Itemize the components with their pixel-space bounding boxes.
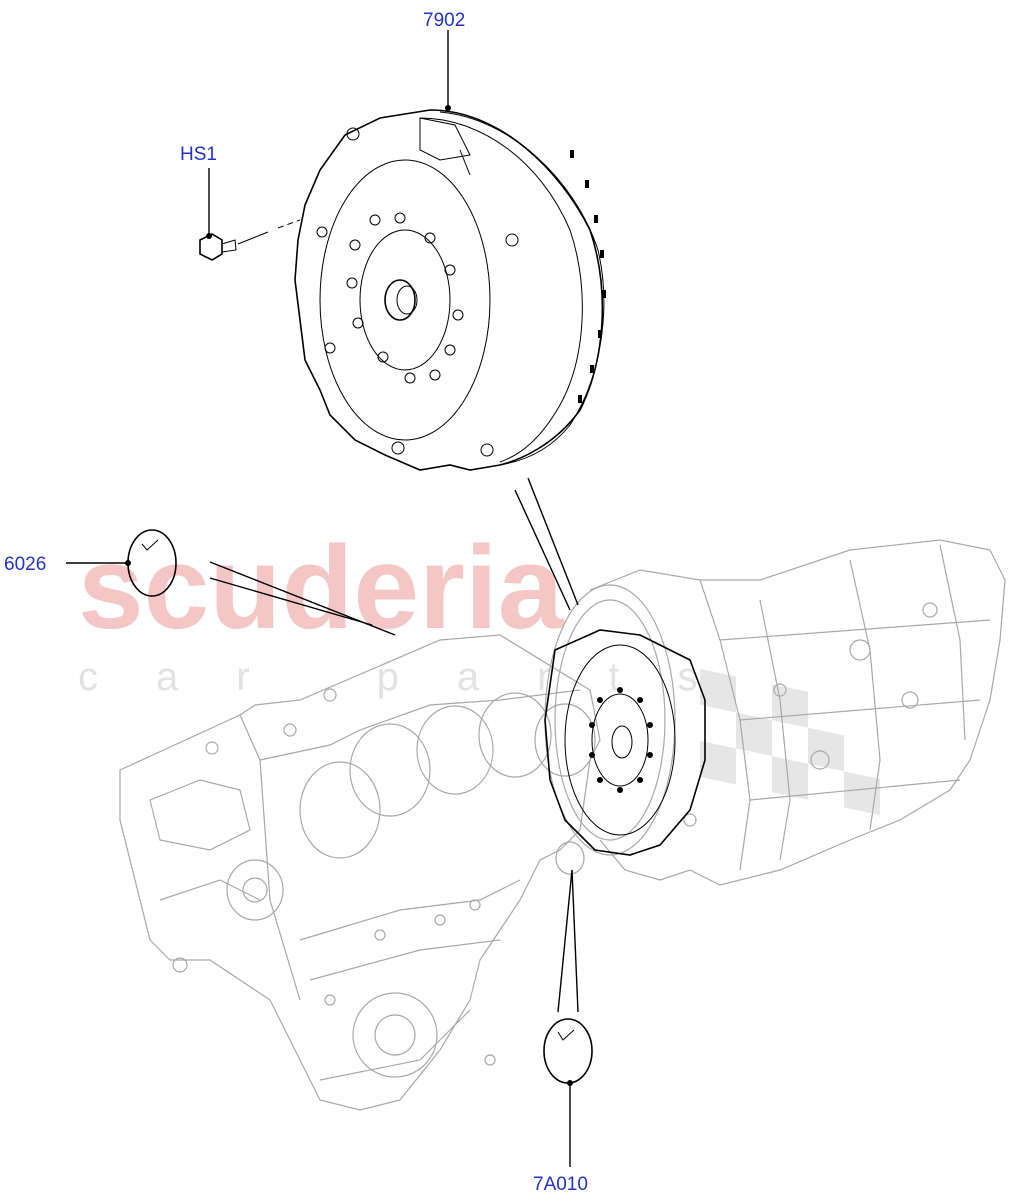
watermark: scuderia car parts bbox=[78, 522, 880, 816]
engine-block bbox=[119, 634, 601, 1111]
transmission bbox=[544, 539, 1006, 886]
leader-7902-dot bbox=[445, 105, 451, 111]
callout-hs1: HS1 bbox=[180, 144, 217, 165]
mounted-converter bbox=[544, 629, 706, 856]
leader-converter-b bbox=[527, 477, 579, 606]
callout-7902: 7902 bbox=[423, 10, 465, 31]
leader-hs1-dot bbox=[206, 233, 212, 239]
leader-6026-dot bbox=[125, 560, 131, 566]
callout-6026: 6026 bbox=[4, 554, 46, 575]
leader-7a010-dot bbox=[567, 1080, 573, 1086]
torque-converter bbox=[294, 109, 606, 471]
watermark-sub: car parts bbox=[78, 655, 756, 699]
leader-converter-a bbox=[514, 489, 571, 611]
checkered-flag-icon bbox=[700, 668, 880, 816]
bolt-part bbox=[199, 219, 301, 261]
callout-7a010: 7A010 bbox=[533, 1174, 588, 1195]
plug-part-bottom bbox=[543, 841, 593, 1084]
watermark-brand: scuderia bbox=[78, 522, 565, 654]
